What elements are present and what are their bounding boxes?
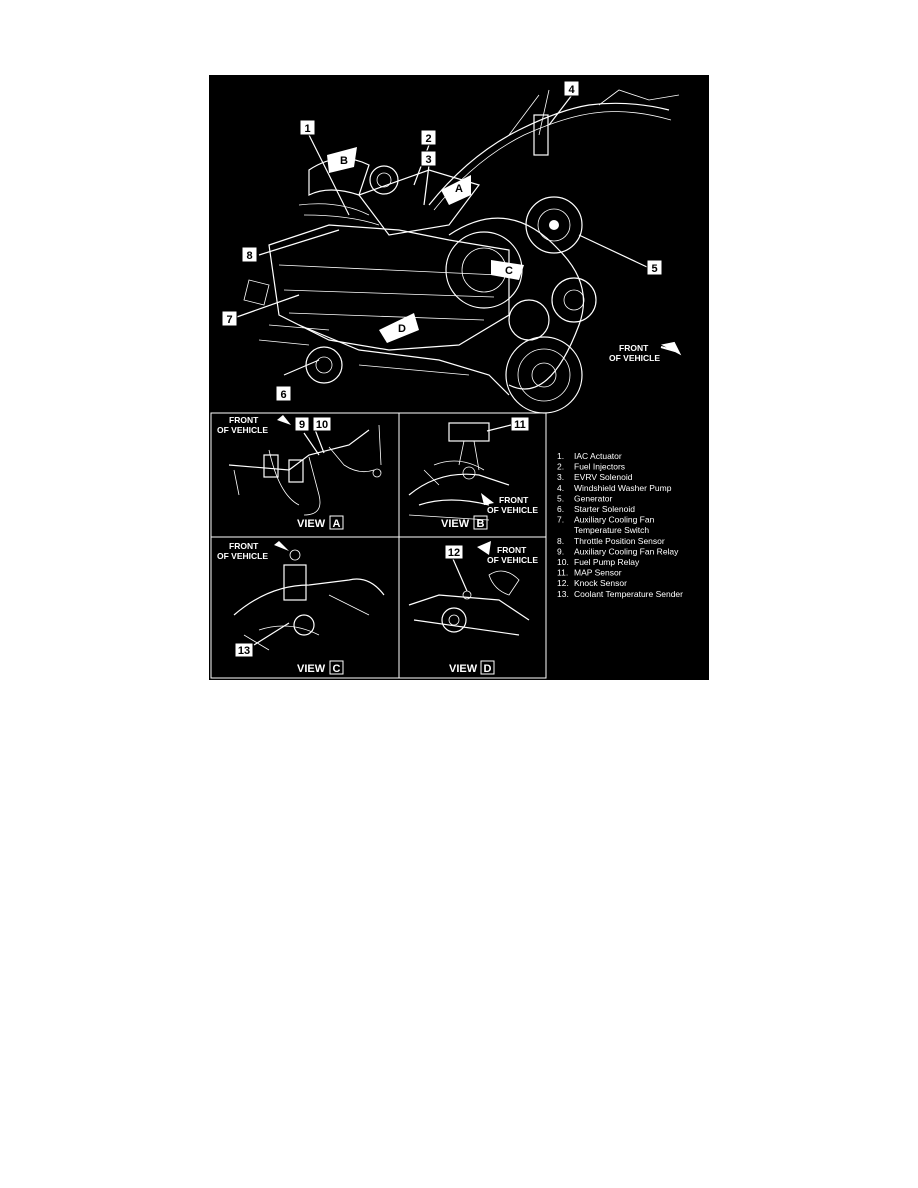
svg-text:7: 7 bbox=[226, 314, 232, 326]
svg-text:4: 4 bbox=[568, 84, 575, 96]
svg-text:5: 5 bbox=[651, 263, 657, 275]
view-c-panel: 13 FRONT OF VEHICLE VIEW C bbox=[217, 541, 385, 675]
legend-number: 1. bbox=[557, 451, 564, 461]
view-d-title: VIEW D bbox=[449, 660, 495, 675]
callout-11: 11 bbox=[510, 416, 530, 432]
view-marker-b: B bbox=[327, 147, 357, 173]
front-of-vehicle-view-d: FRONT OF VEHICLE bbox=[477, 541, 538, 565]
callout-8: 8 bbox=[241, 246, 258, 263]
callout-2: 2 bbox=[420, 129, 437, 146]
svg-text:10: 10 bbox=[316, 419, 328, 431]
svg-text:FRONT: FRONT bbox=[497, 545, 527, 555]
legend-label: Throttle Position Sensor bbox=[574, 536, 665, 546]
legend-number: 12. bbox=[557, 578, 569, 588]
svg-text:VIEW: VIEW bbox=[297, 663, 326, 675]
svg-text:D: D bbox=[484, 663, 492, 675]
legend-number: 13. bbox=[557, 589, 569, 599]
svg-text:6: 6 bbox=[280, 389, 286, 401]
callout-7: 7 bbox=[221, 310, 238, 327]
svg-text:VIEW: VIEW bbox=[449, 663, 478, 675]
view-marker-c: C bbox=[491, 260, 524, 280]
svg-text:B: B bbox=[340, 155, 348, 167]
legend-number: 2. bbox=[557, 462, 564, 472]
view-b-panel: 11 FRONT OF VEHICLE VIEW B bbox=[408, 416, 538, 530]
legend-label: Windshield Washer Pump bbox=[574, 483, 672, 493]
callout-9: 9 bbox=[294, 416, 310, 432]
view-a-panel: 9 10 FRONT OF VEHICLE VIEW A bbox=[217, 415, 382, 530]
callout-6: 6 bbox=[275, 385, 292, 402]
legend-number: 5. bbox=[557, 493, 564, 503]
legend-number: 8. bbox=[557, 536, 564, 546]
callout-1: 1 bbox=[299, 119, 316, 136]
view-marker-d: D bbox=[379, 313, 419, 343]
legend-number: 4. bbox=[557, 483, 564, 493]
legend-label: Knock Sensor bbox=[574, 578, 627, 588]
view-marker-a: A bbox=[441, 175, 471, 205]
svg-text:FRONT: FRONT bbox=[229, 415, 259, 425]
legend-label: Starter Solenoid bbox=[574, 504, 635, 514]
legend-label: IAC Actuator bbox=[574, 451, 622, 461]
legend-label: Fuel Pump Relay bbox=[574, 557, 640, 567]
svg-text:13: 13 bbox=[238, 645, 250, 657]
legend-number: 10. bbox=[557, 557, 569, 567]
view-b-title: VIEW B bbox=[441, 515, 488, 530]
legend-number: 9. bbox=[557, 546, 564, 556]
view-d-panel: 12 FRONT OF VEHICLE VIEW D bbox=[408, 541, 538, 675]
front-of-vehicle-view-c: FRONT OF VEHICLE bbox=[217, 541, 289, 561]
svg-text:OF VEHICLE: OF VEHICLE bbox=[217, 551, 268, 561]
legend-label: Auxiliary Cooling Fan bbox=[574, 515, 655, 525]
svg-text:C: C bbox=[505, 265, 513, 277]
legend-number: 7. bbox=[557, 515, 564, 525]
svg-text:1: 1 bbox=[304, 123, 310, 135]
detail-views-grid bbox=[210, 412, 547, 679]
component-legend: 1. IAC Actuator 2. Fuel Injectors 3. EVRV Sol… bbox=[557, 451, 683, 599]
svg-text:VIEW: VIEW bbox=[297, 518, 326, 530]
front-of-vehicle-main: FRONT OF VEHICLE bbox=[609, 341, 682, 363]
legend-number: 3. bbox=[557, 472, 564, 482]
svg-text:8: 8 bbox=[246, 250, 252, 262]
front-of-vehicle-view-a: FRONT OF VEHICLE bbox=[217, 415, 291, 435]
svg-text:OF VEHICLE: OF VEHICLE bbox=[609, 353, 660, 363]
callout-10: 10 bbox=[312, 416, 332, 432]
legend-label: Generator bbox=[574, 493, 612, 503]
callout-13: 13 bbox=[234, 642, 254, 658]
legend-label: MAP Sensor bbox=[574, 568, 622, 578]
svg-text:B: B bbox=[477, 518, 485, 530]
svg-text:FRONT: FRONT bbox=[229, 541, 259, 551]
svg-text:A: A bbox=[455, 183, 463, 195]
legend-number: 6. bbox=[557, 504, 564, 514]
legend-label: EVRV Solenoid bbox=[574, 472, 633, 482]
callout-5: 5 bbox=[646, 259, 663, 276]
svg-text:D: D bbox=[398, 323, 406, 335]
view-a-title: VIEW A bbox=[297, 515, 344, 530]
svg-text:OF VEHICLE: OF VEHICLE bbox=[487, 505, 538, 515]
diagram-background bbox=[209, 75, 709, 680]
svg-text:9: 9 bbox=[299, 419, 305, 431]
svg-text:FRONT: FRONT bbox=[499, 495, 529, 505]
callout-12: 12 bbox=[444, 544, 464, 560]
svg-text:VIEW: VIEW bbox=[441, 518, 470, 530]
view-c-title: VIEW C bbox=[297, 660, 344, 675]
legend-label: Auxiliary Cooling Fan Relay bbox=[574, 546, 679, 556]
svg-text:12: 12 bbox=[448, 547, 460, 559]
front-of-vehicle-view-b: FRONT OF VEHICLE bbox=[481, 493, 538, 515]
component-location-diagram: B A C D 1 2 bbox=[209, 75, 709, 680]
svg-text:11: 11 bbox=[514, 419, 526, 431]
svg-text:A: A bbox=[333, 518, 341, 530]
svg-text:FRONT: FRONT bbox=[619, 343, 649, 353]
svg-text:OF VEHICLE: OF VEHICLE bbox=[217, 425, 268, 435]
engine-main-view: B A C D 1 2 bbox=[221, 80, 682, 414]
svg-text:OF VEHICLE: OF VEHICLE bbox=[487, 555, 538, 565]
svg-text:C: C bbox=[333, 663, 341, 675]
legend-label: Temperature Switch bbox=[574, 525, 649, 535]
legend-number: 11. bbox=[557, 568, 568, 578]
legend-label: Coolant Temperature Sender bbox=[574, 589, 683, 599]
svg-text:3: 3 bbox=[425, 154, 431, 166]
callout-4: 4 bbox=[563, 80, 580, 97]
callout-3: 3 bbox=[420, 150, 437, 167]
legend-label: Fuel Injectors bbox=[574, 462, 625, 472]
svg-text:2: 2 bbox=[425, 133, 431, 145]
